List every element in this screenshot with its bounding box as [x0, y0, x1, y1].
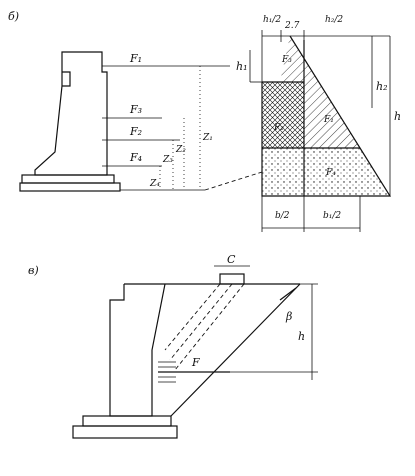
force-f4-label: F₄ [129, 151, 142, 164]
panel-v-wall [72, 265, 318, 439]
height-h-label: h [394, 110, 401, 123]
panel-v-label: в) [28, 264, 39, 277]
height-h1-label: h₁ [236, 60, 248, 73]
arm-z4-label: Z₄ [149, 179, 160, 189]
dim-h2-half-label: h₂/2 [325, 15, 343, 25]
pressure-diagram [249, 30, 392, 232]
area-f3-label: F₃ [281, 55, 292, 65]
area-f2-label: F₂ [273, 123, 284, 133]
height-h2-label: h₂ [376, 80, 388, 93]
dim-b1-half-label: b₁/2 [323, 211, 341, 221]
panel-v-angle-beta-label: β [285, 310, 292, 323]
force-f3-label: F₃ [129, 103, 142, 116]
dim-h1-half-label: h₁/2 [263, 15, 281, 25]
force-f1-label: F₁ [129, 52, 142, 65]
panel-v-dim-c-label: C [227, 253, 236, 266]
area-f1-label: F₁ [323, 115, 334, 125]
force-f2-label: F₂ [129, 125, 142, 138]
panel-v-force-f-label: F [191, 356, 200, 369]
area-f4-label: F₄ [325, 168, 336, 178]
arm-z1-label: Z₁ [202, 133, 213, 143]
panel-b-label: б) [8, 10, 19, 23]
left-wall [19, 51, 263, 192]
arm-z3-label: Z₃ [162, 155, 173, 165]
dim-2-7-label: 2.7 [284, 21, 300, 31]
dim-b-half-label: b/2 [275, 211, 290, 221]
arm-z2-label: Z₂ [175, 145, 186, 155]
panel-v-height-h-label: h [298, 330, 305, 343]
